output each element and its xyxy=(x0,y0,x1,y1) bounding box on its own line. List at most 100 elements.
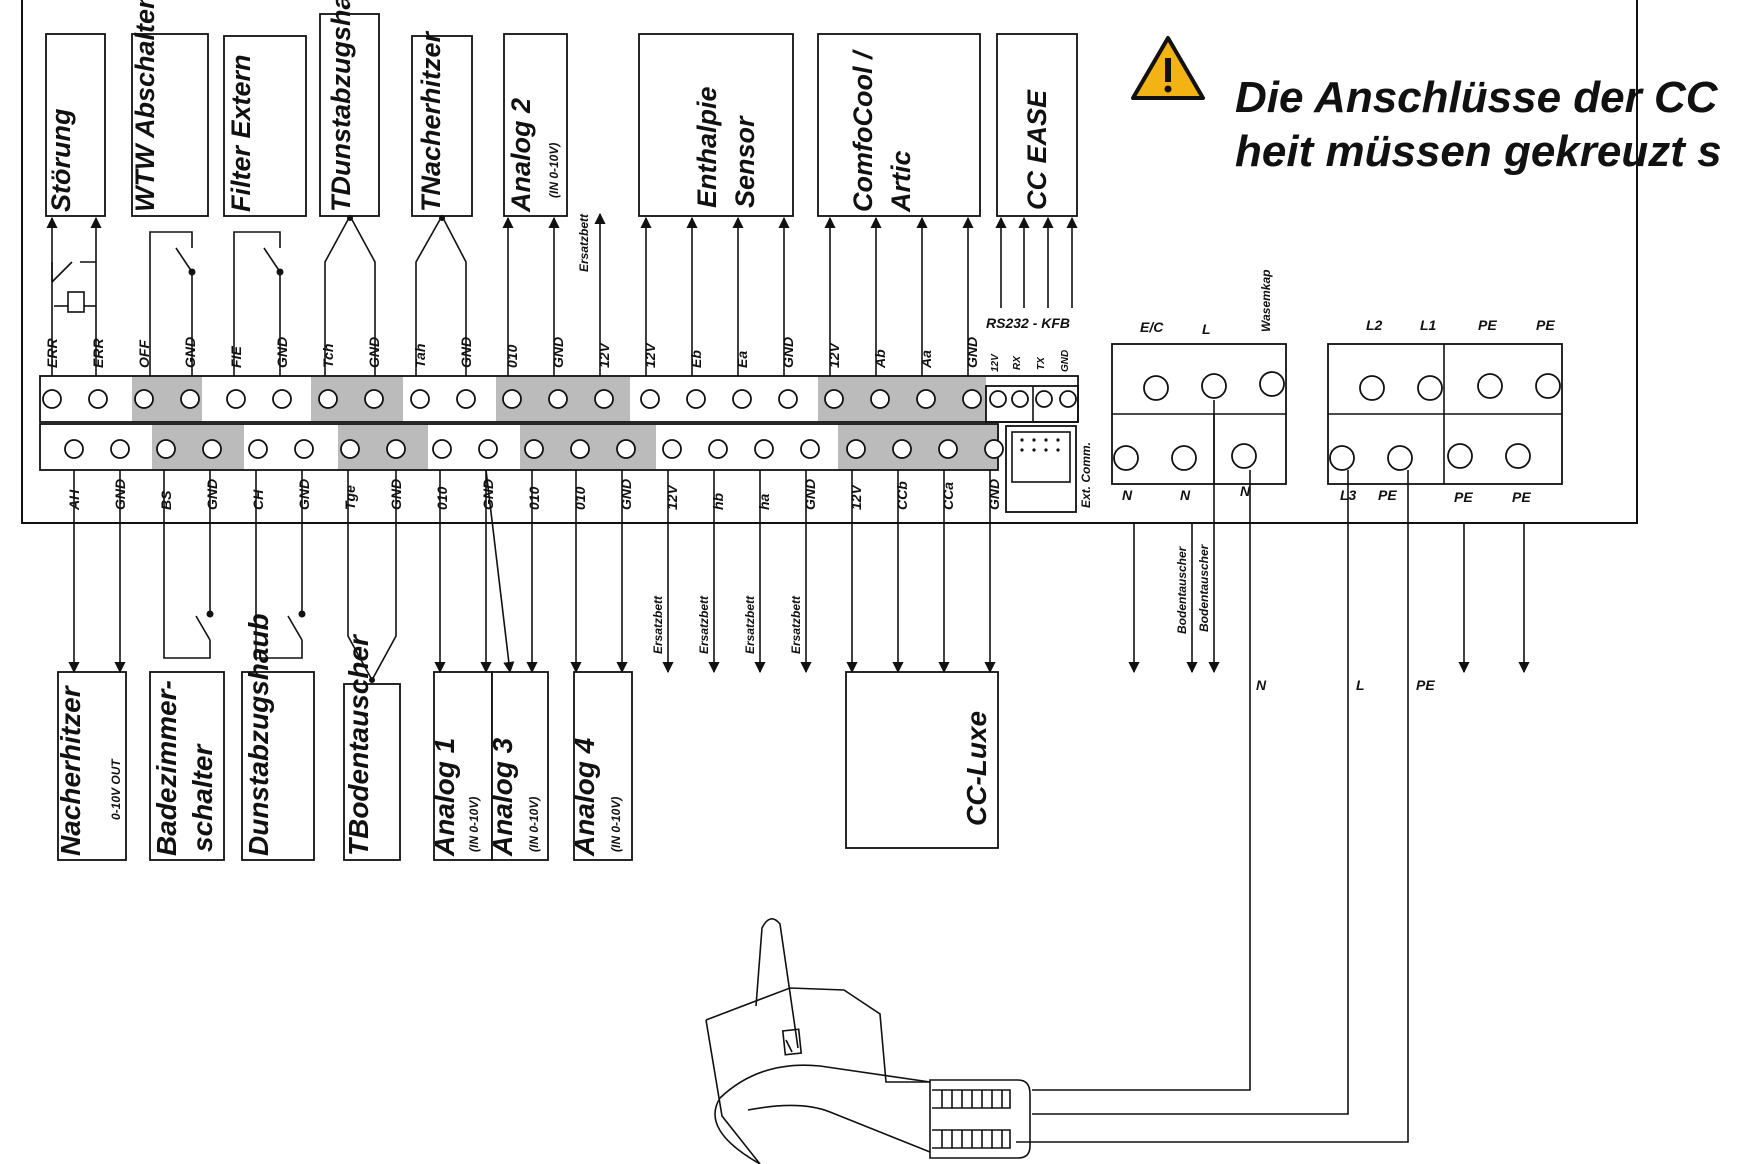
bottom-terminal-label-6: Tge xyxy=(342,485,358,510)
label-ersatzbett-4: Ersatzbett xyxy=(789,595,803,654)
bus-terminal-2 xyxy=(1035,390,1053,408)
label-schalter: schalter xyxy=(187,743,218,852)
power-plug-icon xyxy=(705,918,1031,1164)
bottom-terminal-label-17: 12V xyxy=(848,483,864,510)
bottom-terminal-label-4: CH xyxy=(250,489,266,510)
label-ersatzbett-1: Ersatzbett xyxy=(651,595,665,654)
bottom-terminal-18 xyxy=(892,439,912,459)
device-cc-ease xyxy=(996,33,1078,217)
label-artic: Artic xyxy=(886,150,916,213)
top-wiring xyxy=(46,212,1078,376)
label-bus-gnd: GND xyxy=(1060,350,1071,372)
bottom-terminal-label-14: hb xyxy=(710,492,726,510)
label-enthalpie: Enthalpie xyxy=(692,86,722,208)
top-terminal-18 xyxy=(870,389,890,409)
top-terminal-label-12: 12V xyxy=(596,341,612,368)
bottom-terminal-20 xyxy=(984,439,1004,459)
bus-labels: RS232 - KFB 12V RX TX GND xyxy=(986,315,1071,372)
top-terminal-6 xyxy=(318,389,338,409)
top-terminal-label-13: 12V xyxy=(642,341,658,368)
bottom-terminal-6 xyxy=(340,439,360,459)
top-terminal-label-7: GND xyxy=(366,337,382,368)
label-filter-extern: Filter Extern xyxy=(226,54,256,212)
top-terminal-0 xyxy=(42,389,62,409)
top-terminal-9 xyxy=(456,389,476,409)
label-nacherhitzer-out: 0-10V OUT xyxy=(109,758,123,820)
ext-comm-pin xyxy=(1020,448,1024,452)
top-terminal-11 xyxy=(548,389,568,409)
ersatzbett-labels: Ersatzbett Ersatzbett Ersatzbett Ersatzb… xyxy=(651,595,803,654)
bottom-terminal-5 xyxy=(294,439,314,459)
top-terminal-12 xyxy=(594,389,614,409)
bottom-terminal-label-2: BS xyxy=(158,490,174,510)
top-terminal-label-6: Tch xyxy=(320,344,336,368)
bus-terminal-3 xyxy=(1059,390,1077,408)
device-filter-extern xyxy=(223,35,307,217)
label-dunstabzugshaub: Dunstabzugshaub xyxy=(243,613,274,856)
warning-triangle-icon xyxy=(1131,36,1205,100)
device-enthalpie-sensor xyxy=(638,33,794,217)
power-block-2: L2 L1 PE PE L3 PE PE PE xyxy=(1327,317,1563,505)
top-terminal-label-15: Ea xyxy=(734,351,750,368)
label-pb2-pe5: PE xyxy=(1512,489,1531,505)
top-terminal-20 xyxy=(962,389,982,409)
bottom-terminal-10 xyxy=(524,439,544,459)
top-terminal-15 xyxy=(732,389,752,409)
device-badezimmerschalter xyxy=(149,671,225,861)
top-terminal-label-20: GND xyxy=(964,337,980,368)
top-terminal-5 xyxy=(272,389,292,409)
top-terminal-label-14: Eb xyxy=(688,350,704,368)
device-analog-3 xyxy=(491,671,549,861)
top-terminal-4 xyxy=(226,389,246,409)
top-terminal-8 xyxy=(410,389,430,409)
label-bus-12v: 12V xyxy=(990,353,1001,372)
top-terminal-label-16: GND xyxy=(780,337,796,368)
bottom-terminal-4 xyxy=(248,439,268,459)
bottom-terminal-label-12: GND xyxy=(618,479,634,510)
label-analog-1-range: (IN 0-10V) xyxy=(467,797,481,852)
top-terminal-label-10: 010 xyxy=(504,344,520,368)
label-nacherhitzer: Nacherhitzer xyxy=(55,684,86,856)
label-ext-comm: Ext. Comm. xyxy=(1079,442,1093,508)
label-stoerung: Störung xyxy=(46,108,76,212)
label-analog-4-range: (IN 0-10V) xyxy=(609,797,623,852)
label-tnacherhitzer: TNacherhitzer xyxy=(416,30,446,212)
top-terminal-2 xyxy=(134,389,154,409)
label-cc-luxe: CC-Luxe xyxy=(961,711,992,826)
bottom-terminal-19 xyxy=(938,439,958,459)
label-wtw-abschalten: WTW Abschalten xyxy=(130,0,160,212)
device-comfocool-artic xyxy=(817,33,981,217)
ext-comm-pin xyxy=(1056,438,1060,442)
bottom-terminal-2 xyxy=(156,439,176,459)
bottom-terminal-label-9: GND xyxy=(480,479,496,510)
label-badezimmer: Badezimmer- xyxy=(151,680,182,856)
ext-comm-pin xyxy=(1032,448,1036,452)
controller-frame xyxy=(21,0,1638,524)
label-wire-pe: PE xyxy=(1416,677,1435,693)
top-terminal-7 xyxy=(364,389,384,409)
label-bus-tx: TX xyxy=(1036,356,1047,370)
top-terminal-16 xyxy=(778,389,798,409)
top-terminal-label-5: GND xyxy=(274,337,290,368)
label-comfocool: ComfoCool / xyxy=(848,49,878,212)
label-pb2-pe3: PE xyxy=(1378,487,1397,503)
bottom-terminal-label-18: CCb xyxy=(894,481,910,510)
power-block-1: E/C L Wasemkap N N N xyxy=(1111,270,1287,503)
bottom-terminal-12 xyxy=(616,439,636,459)
label-ersatzbett-2: Ersatzbett xyxy=(697,595,711,654)
warning-line-1: Die Anschlüsse der CC xyxy=(1235,73,1719,122)
label-pb2-pe1: PE xyxy=(1478,317,1497,333)
top-terminal-circles xyxy=(42,389,1077,409)
label-pb2-pe2: PE xyxy=(1536,317,1555,333)
bottom-terminal-label-5: GND xyxy=(296,479,312,510)
bottom-terminal-label-19: CCa xyxy=(940,482,956,510)
warning-notice: Die Anschlüsse der CC heit müssen gekreu… xyxy=(1131,36,1722,176)
label-pb1-n3: N xyxy=(1240,483,1251,499)
label-analog-3-range: (IN 0-10V) xyxy=(527,797,541,852)
bottom-terminal-13 xyxy=(662,439,682,459)
top-device-labels: Störung WTW Abschalten Filter Extern TDu… xyxy=(46,0,1052,272)
label-wire-n: N xyxy=(1256,677,1267,693)
top-terminal-10 xyxy=(502,389,522,409)
